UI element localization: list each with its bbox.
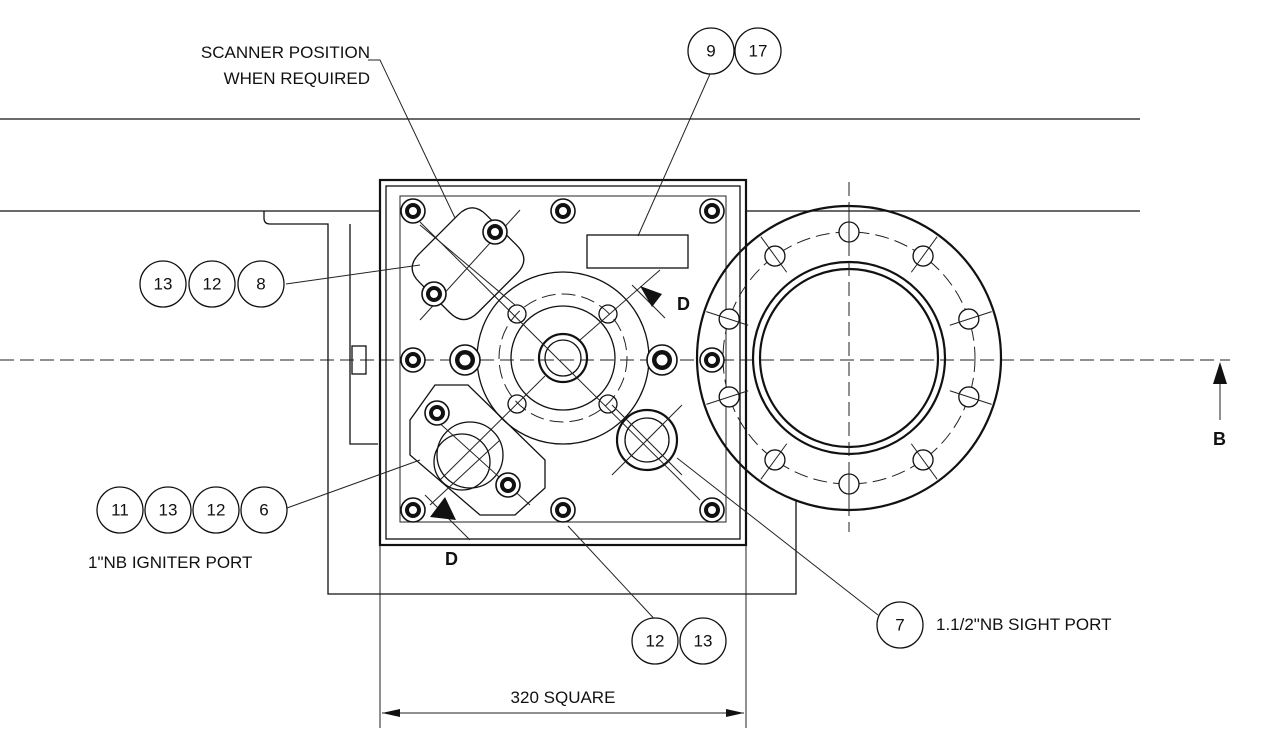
flange-hole-8 (838, 208, 860, 252)
bolt-10 (421, 281, 447, 307)
section-d-top-label: D (677, 294, 690, 314)
bolt-11 (424, 400, 450, 426)
plate-bolts (400, 198, 725, 523)
bolt-9 (482, 219, 508, 245)
flange-hole-6 (706, 308, 749, 330)
bubble-left-lower-2: 13 (144, 486, 192, 534)
bubble-top-1: 9 (687, 27, 735, 75)
bolt-7 (550, 497, 576, 523)
section-line-top (631, 284, 666, 319)
scanner-port (411, 207, 525, 321)
section-arrow-bottom (430, 497, 456, 520)
bolt-1 (400, 198, 426, 224)
view-arrow-head (1213, 362, 1227, 384)
dim-arrow-right (726, 709, 744, 717)
svg-text:12: 12 (207, 501, 226, 520)
svg-text:8: 8 (256, 275, 265, 294)
svg-text:6: 6 (259, 501, 268, 520)
bolt-2 (550, 198, 576, 224)
flange-hole-3 (838, 464, 860, 508)
bubble-bottom-2: 13 (679, 617, 727, 665)
section-d-bottom-label: D (445, 549, 458, 569)
bolt-12 (495, 472, 521, 498)
flange-hole-1 (949, 386, 992, 408)
bracket-stud (351, 345, 367, 375)
bubble-left-lower-1: 11 (96, 486, 144, 534)
flange-hole-9 (910, 236, 938, 273)
dimension-label: 320 SQUARE (511, 688, 616, 707)
bubble-left-lower-3: 12 (192, 486, 240, 534)
scanner-label-line2: WHEN REQUIRED (224, 69, 370, 88)
bolt-5 (699, 347, 725, 373)
item-bubbles: 9 17 13 12 8 11 13 12 6 12 13 7 (96, 27, 924, 665)
plate-inner-outline (385, 185, 741, 540)
bubble-left-upper-2: 12 (188, 260, 236, 308)
svg-text:13: 13 (159, 501, 178, 520)
dim-arrow-left (382, 709, 400, 717)
svg-text:7: 7 (895, 616, 904, 635)
flange-hole-7 (760, 236, 788, 273)
bubble-left-lower-4: 6 (240, 486, 288, 534)
sight-flange (695, 182, 1003, 532)
bubble-top-2: 17 (734, 27, 782, 75)
flange-hole-5 (706, 386, 749, 408)
view-b-label: B (1213, 429, 1226, 449)
name-plate (586, 234, 689, 269)
svg-text:13: 13 (694, 632, 713, 651)
bolt-3 (699, 198, 725, 224)
bolt-6 (400, 497, 426, 523)
bubble-sight-1: 7 (876, 601, 924, 649)
plate-outline (378, 178, 748, 547)
leader-lines (285, 59, 879, 626)
svg-text:9: 9 (706, 42, 715, 61)
igniter-label: 1"NB IGNITER PORT (88, 553, 252, 572)
svg-text:13: 13 (154, 275, 173, 294)
bracket-web (349, 224, 378, 445)
svg-text:17: 17 (749, 42, 768, 61)
flange-hole-4 (760, 443, 788, 480)
mounting-bracket (263, 211, 797, 595)
flange-hole-2 (910, 443, 938, 480)
bubble-left-upper-3: 8 (237, 260, 285, 308)
svg-text:11: 11 (111, 501, 129, 520)
svg-text:12: 12 (203, 275, 222, 294)
scanner-label-line1: SCANNER POSITION (201, 43, 370, 62)
sight-label: 1.1/2"NB SIGHT PORT (936, 615, 1111, 634)
section-arrow-top (640, 286, 662, 307)
stud-2 (646, 344, 678, 376)
stud-1 (449, 344, 481, 376)
svg-text:12: 12 (646, 632, 665, 651)
flange-hole-10 (949, 308, 992, 330)
bolt-4 (400, 347, 426, 373)
bubble-bottom-1: 12 (631, 617, 679, 665)
sight-port (611, 404, 683, 476)
bolt-8 (699, 497, 725, 523)
bubble-left-upper-1: 13 (139, 260, 187, 308)
